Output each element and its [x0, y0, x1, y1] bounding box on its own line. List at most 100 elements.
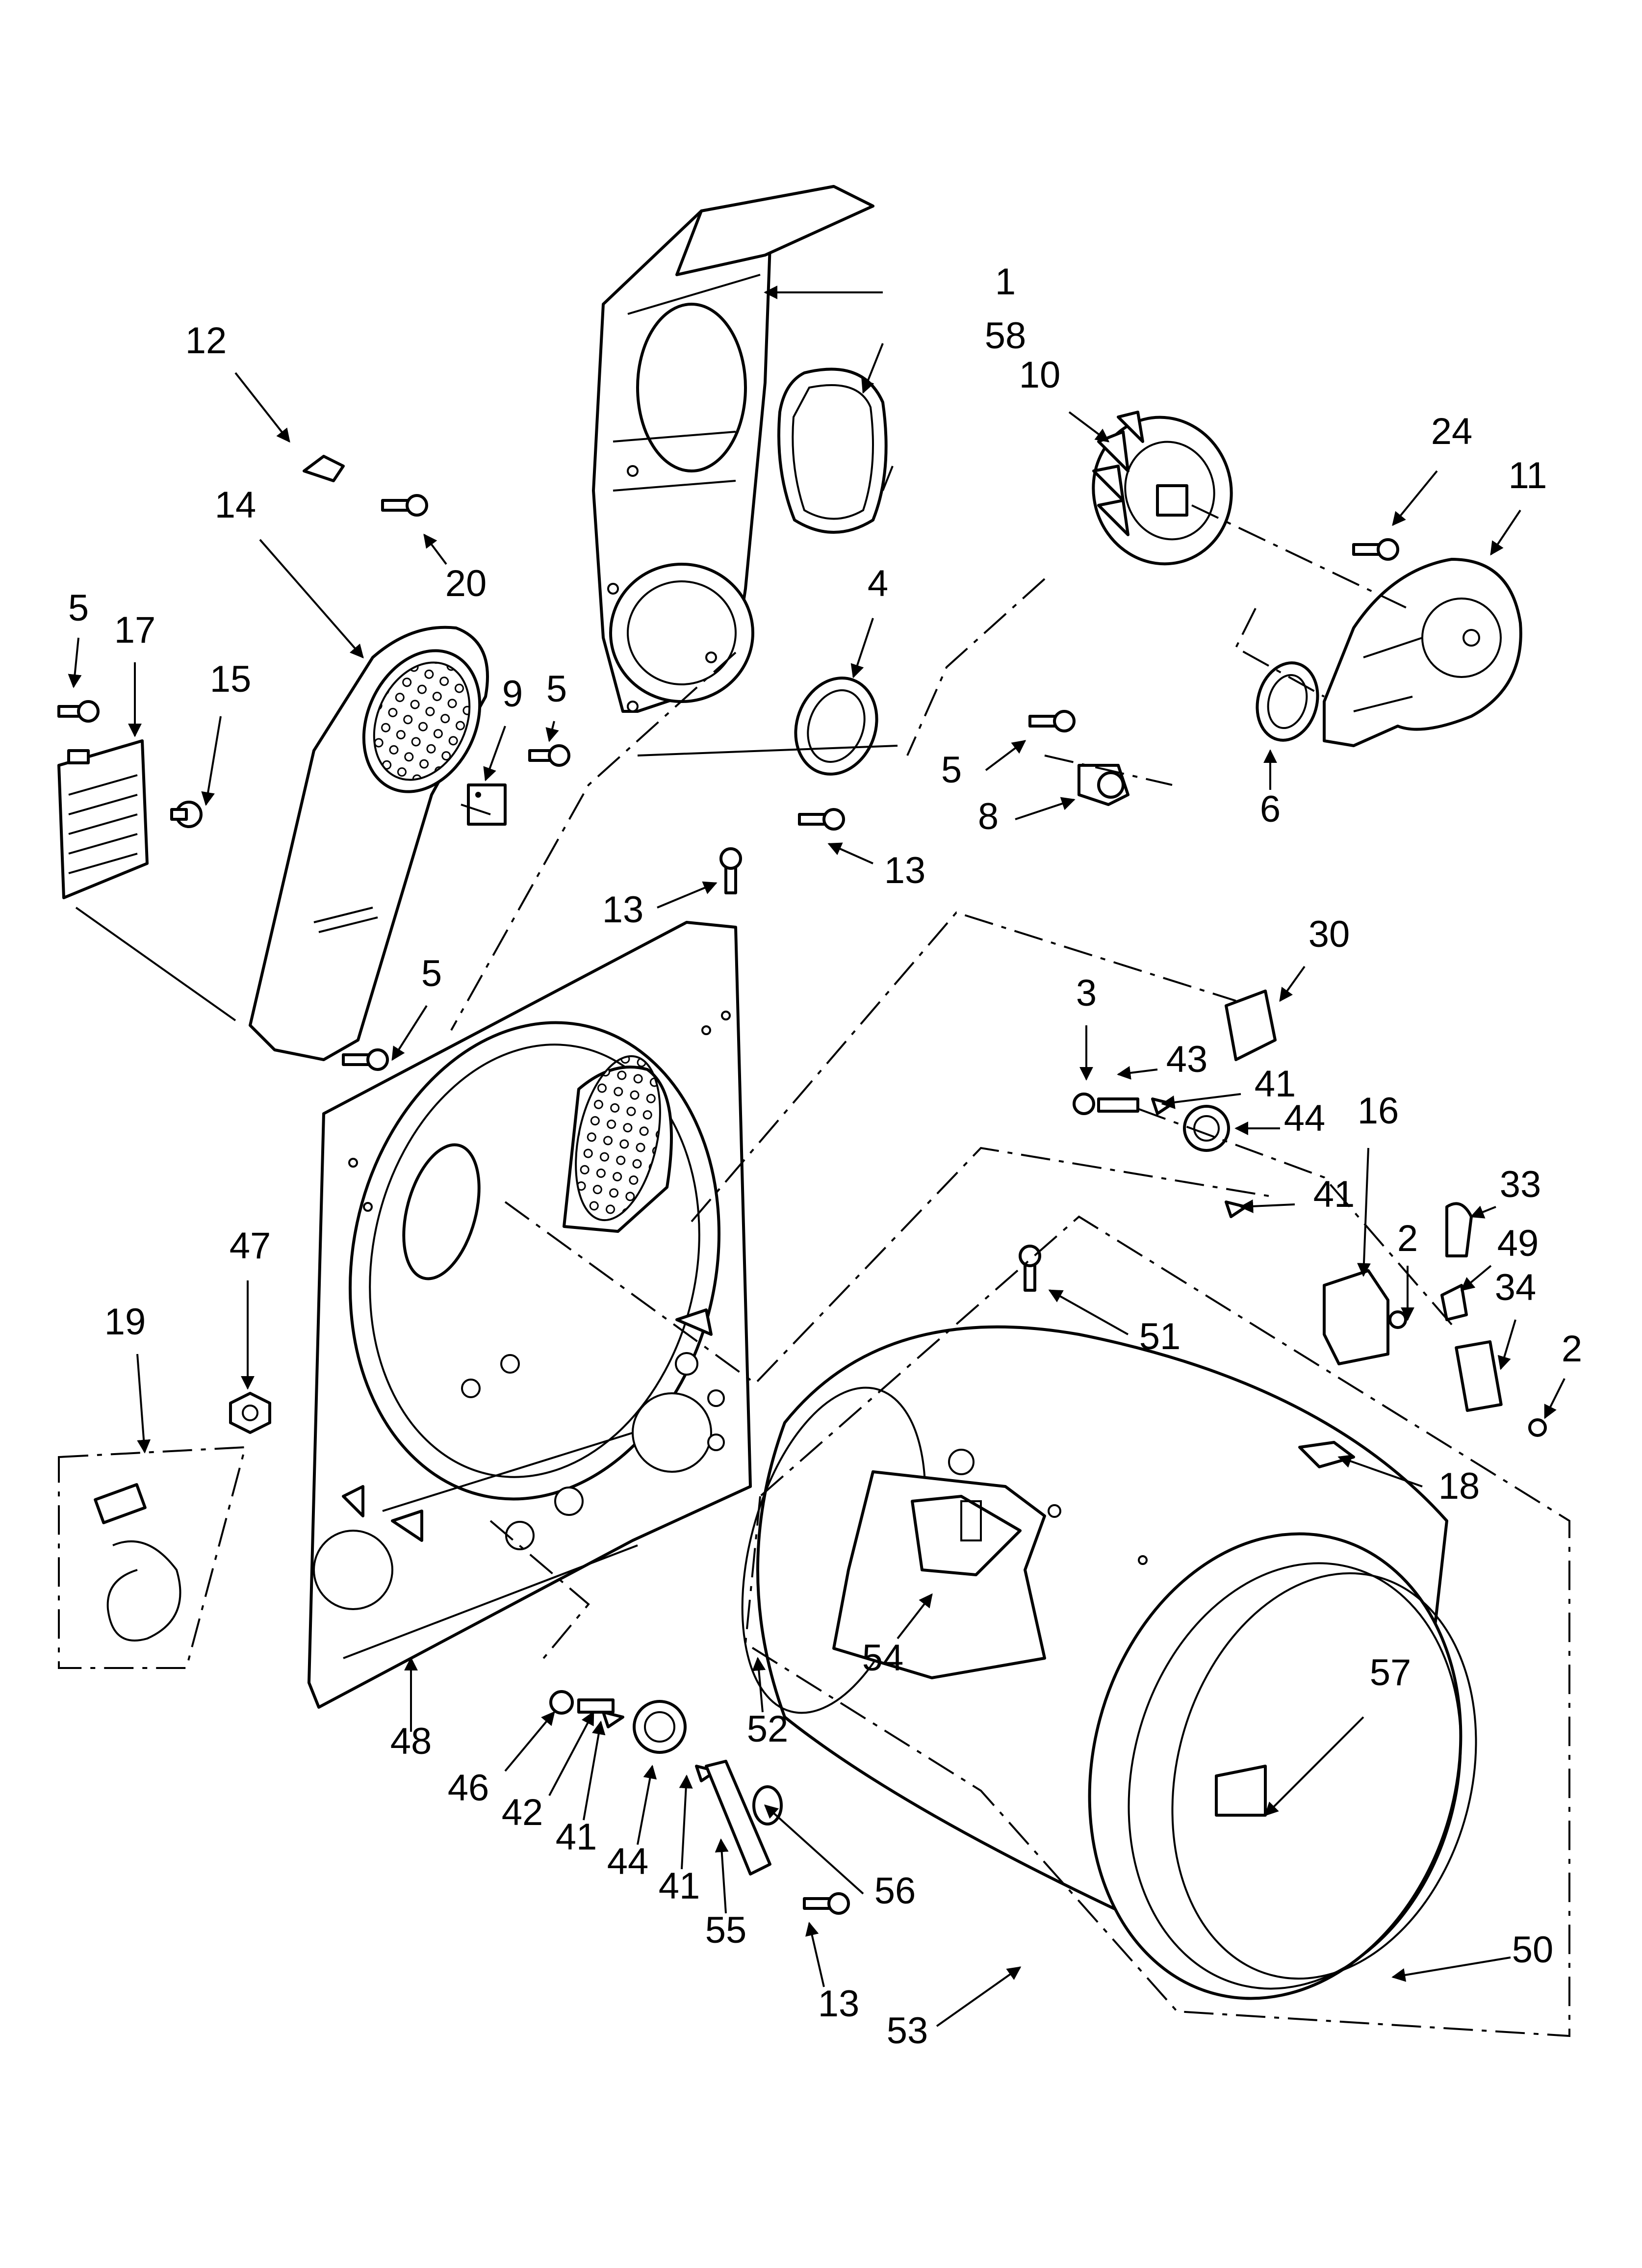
leader-arrow-c24 [1392, 470, 1438, 526]
leader-arrow-c30 [1279, 965, 1306, 1002]
leader-arrow-c10 [1068, 411, 1110, 443]
leader-arrow-c49 [1460, 1265, 1492, 1291]
door-switch-and-sensor-parts [1298, 1202, 1503, 1468]
leader-arrow-c8 [1015, 797, 1076, 820]
leader-arrow-c13c [805, 1922, 825, 1987]
thermostat-part [1078, 764, 1129, 806]
screw-icon [1352, 538, 1399, 561]
callout-c5a: 5 [68, 587, 89, 629]
callout-c18: 18 [1438, 1465, 1480, 1507]
callout-c47: 47 [230, 1225, 271, 1267]
callout-c30: 30 [1308, 913, 1350, 955]
leader-arrow-c5d [391, 1005, 428, 1061]
callout-c11: 11 [1509, 455, 1547, 496]
leader-arrow-c9 [483, 726, 506, 782]
leader-arrow-c52 [752, 1657, 766, 1713]
callout-c10: 10 [1019, 354, 1061, 396]
callout-c13c: 13 [818, 1983, 860, 2025]
rear-duct-part [592, 185, 874, 713]
leader-arrow-c12 [234, 372, 290, 443]
drum-slide-part [1225, 990, 1277, 1061]
thermal-cutoff-part [467, 783, 507, 826]
assembly-reference-lines [75, 466, 1453, 1664]
callout-c57: 57 [1370, 1652, 1411, 1694]
callout-c20: 20 [445, 563, 487, 604]
leader-arrow-c53 [936, 1966, 1022, 2027]
front-bulkhead-part [308, 921, 752, 1709]
part-34 [1455, 1340, 1503, 1412]
screw-parts [57, 494, 1547, 1915]
callout-c48: 48 [390, 1721, 432, 1762]
leader-arrow-c19 [136, 1354, 151, 1454]
leader-arrow-c20 [423, 533, 447, 565]
callout-c44a: 44 [1284, 1097, 1326, 1139]
screw-icon [803, 1892, 850, 1915]
leader-arrow-c4 [850, 618, 874, 678]
leader-arrow-c18 [1337, 1455, 1423, 1487]
leader-arrow-c13a [827, 842, 873, 864]
callout-c34: 34 [1495, 1267, 1537, 1308]
screw-icon [719, 847, 742, 894]
clip-part [303, 455, 345, 482]
blower-seal-ring-part [794, 677, 878, 776]
screw-icon [798, 808, 845, 831]
leader-arrow-c51 [1048, 1289, 1129, 1335]
callout-c58: 58 [985, 315, 1026, 357]
leader-arrow-c54 [897, 1593, 933, 1640]
callout-c13b: 13 [602, 889, 644, 931]
leader-arrow-c14 [259, 539, 364, 659]
front-roller-assembly [549, 1690, 783, 1876]
high-limit-thermostat-part [170, 801, 203, 828]
callout-c55: 55 [705, 1909, 747, 1951]
leader-arrow-c41b [1239, 1199, 1295, 1213]
leader-arrow-c46 [504, 1711, 555, 1772]
leader-arrow-c2b [1544, 1378, 1565, 1419]
leader-arrow-c43 [1117, 1066, 1158, 1080]
callout-c17: 17 [114, 609, 156, 651]
callout-c41a: 41 [1255, 1063, 1296, 1105]
callout-c9: 9 [502, 673, 523, 715]
callout-c33: 33 [1500, 1164, 1541, 1205]
screw-icon [1028, 710, 1076, 732]
leader-arrow-c11 [1490, 509, 1521, 556]
nut-part [229, 1392, 271, 1434]
leader-arrow-c55 [715, 1838, 729, 1914]
screw-icon [528, 744, 570, 767]
screw-icon [57, 700, 100, 723]
callout-c5b: 5 [546, 668, 567, 710]
screw-icon [381, 494, 428, 517]
callout-c16: 16 [1358, 1090, 1399, 1132]
callout-c46: 46 [448, 1767, 489, 1809]
leader-arrow-c41a [1161, 1093, 1241, 1109]
part-33 [1445, 1202, 1473, 1257]
callout-c13a: 13 [884, 850, 926, 891]
callout-c19: 19 [104, 1301, 146, 1343]
bearing-ring-part [1256, 661, 1319, 742]
leader-arrow-c50 [1391, 1956, 1511, 1982]
callout-c2b: 2 [1562, 1328, 1582, 1370]
part-16 [1323, 1269, 1389, 1365]
callout-c41c: 41 [556, 1816, 597, 1858]
callout-c15: 15 [210, 658, 252, 700]
blower-housing-part [1323, 558, 1522, 747]
callout-c44b: 44 [607, 1841, 649, 1882]
part-49 [1440, 1284, 1468, 1321]
leader-arrow-c13b [657, 881, 718, 909]
callout-c1: 1 [995, 261, 1016, 303]
screw-icon [1019, 1245, 1041, 1292]
callout-c41d: 41 [659, 1865, 700, 1907]
screw-icon [1388, 1310, 1407, 1329]
leader-arrow-c44b [637, 1765, 657, 1845]
callout-c8: 8 [978, 796, 999, 837]
leader-arrow-c56 [764, 1804, 864, 1895]
callout-c52: 52 [747, 1708, 789, 1750]
blower-wheel-part [1092, 411, 1233, 566]
leader-arrow-c41d [679, 1774, 693, 1870]
callout-c12: 12 [185, 320, 227, 362]
leader-arrow-c5c [985, 740, 1026, 771]
callout-c54: 54 [862, 1637, 904, 1679]
callout-c6: 6 [1260, 788, 1281, 830]
callout-c3: 3 [1076, 972, 1097, 1014]
